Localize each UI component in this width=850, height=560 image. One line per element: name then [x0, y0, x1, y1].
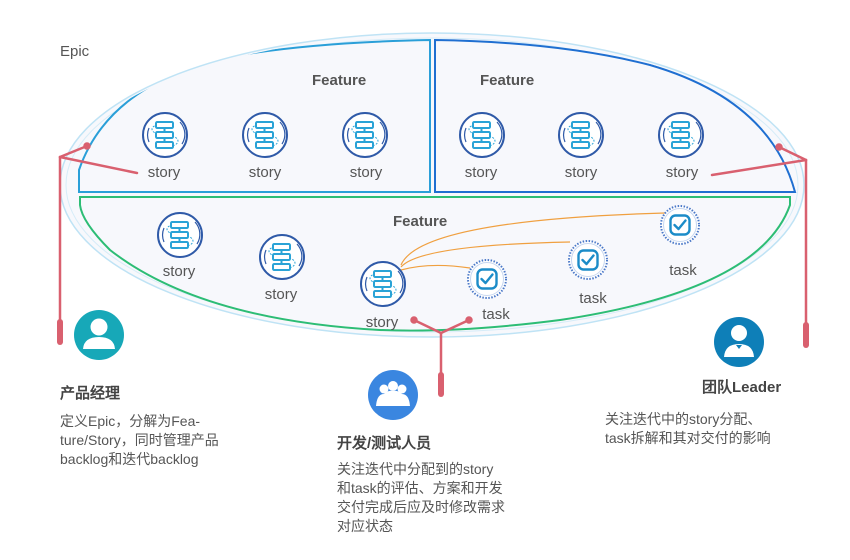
pm-connector — [57, 142, 139, 345]
story-icon — [558, 112, 604, 158]
task-check-icon — [567, 239, 609, 281]
story-icon — [360, 261, 406, 307]
story-label: story — [365, 314, 399, 331]
feature-label-2: Feature — [480, 72, 535, 89]
task-check-icon — [659, 204, 701, 246]
story-label: story — [264, 286, 298, 303]
group-icon — [368, 370, 418, 420]
task-label: task — [482, 306, 510, 323]
desc-line: ture/Story，同时管理产品 — [60, 432, 219, 448]
story-label: story — [349, 164, 383, 181]
role-desc-dev-test: 关注迭代中分配到的story 和task的评估、方案和开发 交付完成后应及时修改… — [337, 460, 547, 536]
leader-connector — [710, 143, 809, 348]
story-task-links — [400, 212, 666, 271]
desc-line: 关注迭代中的story分配、 — [605, 411, 762, 427]
story-icon — [242, 112, 288, 158]
epic-inner-boundary — [65, 37, 799, 333]
story-label: story — [564, 164, 598, 181]
desc-line: 交付完成后应及时修改需求 — [337, 499, 505, 515]
story-icon — [342, 112, 388, 158]
feature-region-3 — [79, 196, 791, 332]
role-desc-team-leader: 关注迭代中的story分配、 task拆解和其对交付的影响 — [605, 410, 835, 448]
dev-connector — [410, 316, 473, 397]
task-link-3 — [400, 212, 666, 266]
story-icon — [658, 112, 704, 158]
task-label: task — [669, 262, 697, 279]
story-label: story — [162, 263, 196, 280]
story-label: story — [147, 164, 181, 181]
story-icon — [259, 234, 305, 280]
role-title-dev-test: 开发/测试人员 — [337, 435, 432, 452]
desc-line: task拆解和其对交付的影响 — [605, 430, 771, 446]
desc-line: 对应状态 — [337, 518, 393, 534]
desc-line: 关注迭代中分配到的story — [337, 461, 494, 477]
leader-icon — [714, 317, 764, 367]
role-title-product-manager: 产品经理 — [60, 385, 121, 402]
person-icon — [74, 310, 124, 360]
feature-label-1: Feature — [312, 72, 367, 89]
desc-line: 和task的评估、方案和开发 — [337, 480, 503, 496]
story-icon — [142, 112, 188, 158]
story-label: story — [464, 164, 498, 181]
feature-label-3: Feature — [393, 213, 448, 230]
role-desc-product-manager: 定义Epic，分解为Fea- ture/Story，同时管理产品 backlog… — [60, 412, 270, 469]
story-icon — [459, 112, 505, 158]
story-icon — [157, 212, 203, 258]
story-label: story — [665, 164, 699, 181]
desc-line: 定义Epic，分解为Fea- — [60, 413, 201, 429]
feature-region-2 — [434, 38, 797, 193]
task-link-2 — [400, 241, 571, 268]
epic-label: Epic — [60, 43, 90, 60]
role-title-team-leader: 团队Leader — [702, 379, 782, 396]
desc-line: backlog和迭代backlog — [60, 451, 199, 467]
story-label: story — [248, 164, 282, 181]
task-check-icon — [466, 258, 508, 300]
task-label: task — [579, 290, 607, 307]
task-link-1 — [400, 264, 471, 271]
